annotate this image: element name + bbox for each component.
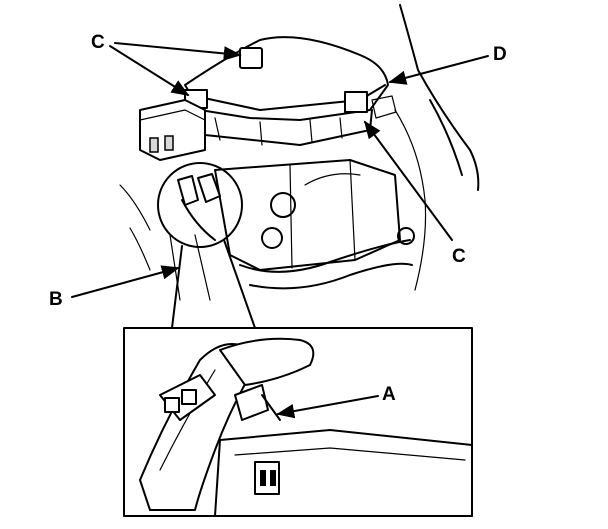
arrow-d <box>388 55 489 85</box>
callout-c-top: C <box>91 32 105 53</box>
lower-structure <box>169 159 415 301</box>
arrow-c-top-1 <box>114 42 242 61</box>
callout-b: B <box>49 289 63 310</box>
detail-circle <box>157 162 243 248</box>
callout-d: D <box>493 44 507 65</box>
arrow-c-top-2 <box>109 45 190 96</box>
inset-detail <box>123 327 473 517</box>
arrow-c-right <box>363 120 453 241</box>
arrow-b <box>71 265 180 298</box>
callout-c-right: C <box>452 246 466 267</box>
relay-block <box>139 99 206 161</box>
callout-arrows <box>71 42 489 419</box>
arrow-a <box>276 395 379 419</box>
detail-leader-lines <box>171 239 256 329</box>
callout-a: A <box>382 384 396 405</box>
body-panel-lines <box>119 4 480 291</box>
